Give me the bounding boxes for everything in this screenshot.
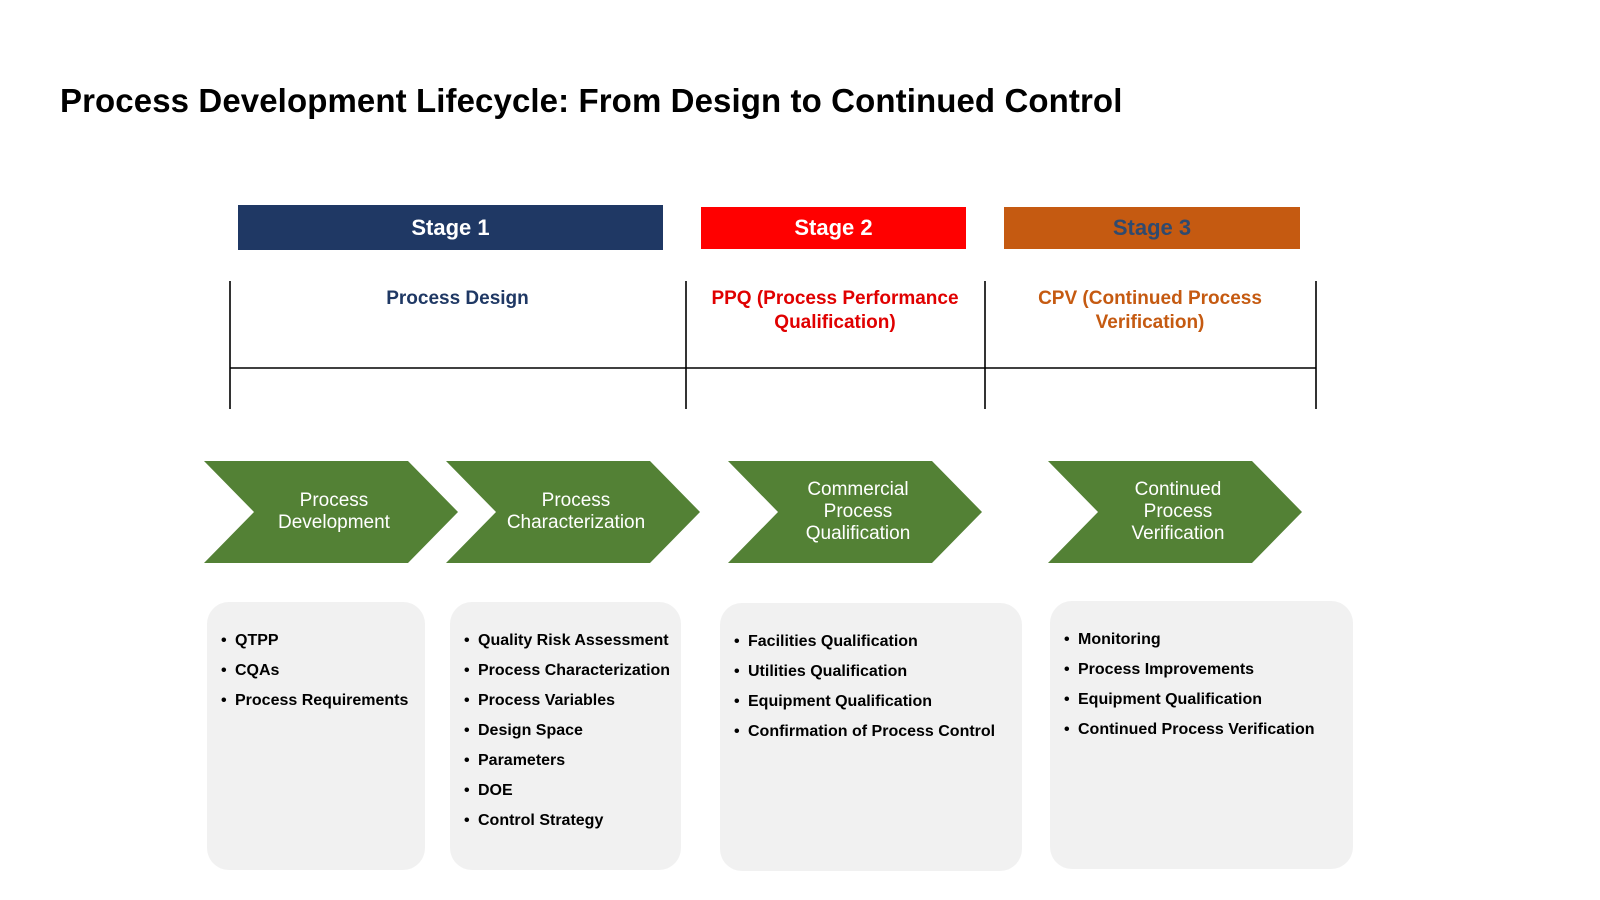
- chevron-label: Commercial Process Qualification: [773, 461, 943, 563]
- chevron-commercial-process-qualification: Commercial Process Qualification: [728, 461, 982, 563]
- detail-list: •QTPP •CQAs •Process Requirements: [221, 626, 425, 716]
- chevron-label: Continued Process Verification: [1093, 461, 1263, 563]
- list-item: •Confirmation of Process Control: [734, 723, 996, 740]
- detail-list: •Monitoring •Process Improvements •Equip…: [1064, 625, 1353, 745]
- detail-box-process-characterization: •Quality Risk Assessment •Process Charac…: [450, 602, 681, 870]
- chevron-label-line: Process: [823, 501, 893, 522]
- stage-3-bar-label: Stage 3: [1112, 215, 1192, 240]
- chevron-label-line: Characterization: [506, 512, 646, 533]
- detail-list: •Facilities Qualification •Utilities Qua…: [734, 627, 1022, 747]
- list-item: •Parameters: [464, 752, 566, 769]
- chevron-label: Process Characterization: [486, 461, 666, 563]
- chevron-process-characterization: Process Characterization: [446, 461, 700, 563]
- detail-box-process-development: •QTPP •CQAs •Process Requirements: [207, 602, 425, 870]
- chevron-shape: [728, 461, 982, 563]
- chevron-label-line: Process: [1143, 501, 1213, 522]
- stage-1-label-line: Process Design: [386, 288, 529, 309]
- chevron-shape: [446, 461, 700, 563]
- stage-2-label-line: Qualification): [774, 312, 896, 333]
- page-title: Process Development Lifecycle: From Desi…: [60, 82, 1123, 119]
- stage-1-bar-label: Stage 1: [411, 214, 490, 240]
- chevron-label-line: Verification: [1131, 523, 1225, 544]
- list-item: •Monitoring: [1064, 631, 1161, 648]
- stage-2-bar: Stage 2: [701, 207, 966, 249]
- chevron-label-line: Process: [299, 490, 369, 511]
- detail-box-commercial-process-qualification: •Facilities Qualification •Utilities Qua…: [720, 603, 1022, 871]
- list-item: •Equipment Qualification: [734, 693, 933, 710]
- list-item: •Continued Process Verification: [1064, 721, 1315, 738]
- list-item: •Facilities Qualification: [734, 633, 918, 650]
- stage-2-label: PPQ (Process Performance Qualification): [686, 287, 984, 335]
- list-item: •Process Characterization: [464, 662, 671, 679]
- detail-box-continued-process-verification: •Monitoring •Process Improvements •Equip…: [1050, 601, 1353, 869]
- list-item: •Quality Risk Assessment: [464, 632, 669, 649]
- chevron-label-line: Qualification: [805, 523, 911, 544]
- chevron-label-line: Process: [541, 490, 611, 511]
- chevron-label-line: Commercial: [807, 479, 909, 500]
- stage-3-label-line: Verification): [1095, 312, 1205, 333]
- stage-2-bar-label: Stage 2: [794, 215, 873, 240]
- chevron-process-development: Process Development: [204, 461, 458, 563]
- stage-1-label: Process Design: [230, 287, 685, 311]
- chevron-label-line: Continued: [1134, 479, 1222, 500]
- chevron-label-line: Development: [278, 512, 390, 533]
- list-item: •Design Space: [464, 722, 583, 739]
- list-item: •Equipment Qualification: [1064, 691, 1263, 708]
- stage-3-label-line: CPV (Continued Process: [1038, 288, 1262, 309]
- list-item: •DOE: [464, 782, 513, 799]
- list-item: •Control Strategy: [464, 812, 604, 829]
- list-item: •Utilities Qualification: [734, 663, 908, 680]
- list-item: •Process Variables: [464, 692, 615, 709]
- chevron-shape: [204, 461, 458, 563]
- stage-2-label-line: PPQ (Process Performance: [711, 288, 959, 309]
- chevron-continued-process-verification: Continued Process Verification: [1048, 461, 1302, 563]
- detail-list: •Quality Risk Assessment •Process Charac…: [464, 626, 681, 836]
- chevron-shape: [1048, 461, 1302, 563]
- list-item: •QTPP: [221, 632, 279, 649]
- stage-3-bar: Stage 3: [1004, 207, 1300, 249]
- list-item: •Process Improvements: [1064, 661, 1255, 678]
- list-item: •CQAs: [221, 662, 280, 679]
- stage-1-bar: Stage 1: [238, 205, 663, 250]
- list-item: •Process Requirements: [221, 692, 409, 709]
- stage-3-label: CPV (Continued Process Verification): [985, 287, 1315, 335]
- chevron-label: Process Development: [249, 461, 419, 563]
